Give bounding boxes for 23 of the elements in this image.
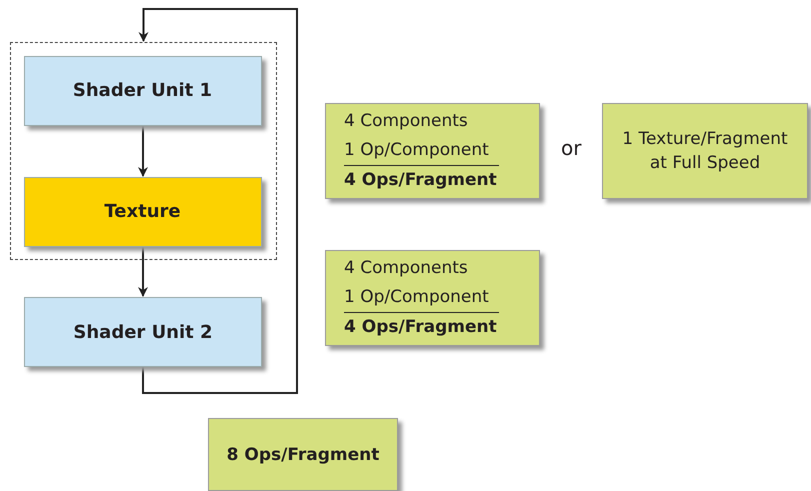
box-label: 1 Texture/Fragment at Full Speed	[621, 128, 789, 175]
arrow	[138, 8, 298, 394]
result-text: 4 Ops/Fragment	[344, 169, 497, 192]
dashed-group-box	[10, 42, 277, 260]
box-label: Shader Unit 1	[72, 80, 212, 101]
box-label: Shader Unit 2	[73, 322, 213, 342]
calculation-box	[325, 103, 540, 199]
operand-text: 4 Components	[344, 256, 468, 280]
arrow	[138, 126, 148, 177]
process-box	[24, 297, 262, 367]
process-box	[24, 176, 262, 246]
arrow	[138, 247, 148, 297]
operand-text: 4 Components	[344, 110, 468, 133]
process-box	[24, 56, 262, 126]
box-label: Texture	[104, 201, 181, 222]
calculation-box	[325, 250, 540, 346]
box-label: 8 Ops/Fragment	[226, 444, 380, 466]
result-text: 4 Ops/Fragment	[344, 316, 497, 340]
conjunction-label: or	[561, 136, 582, 160]
result-box	[208, 418, 398, 491]
operand-text: 1 Op/Component	[344, 286, 489, 309]
operand-text: 1 Op/Component	[344, 138, 489, 162]
text-box	[602, 103, 808, 199]
